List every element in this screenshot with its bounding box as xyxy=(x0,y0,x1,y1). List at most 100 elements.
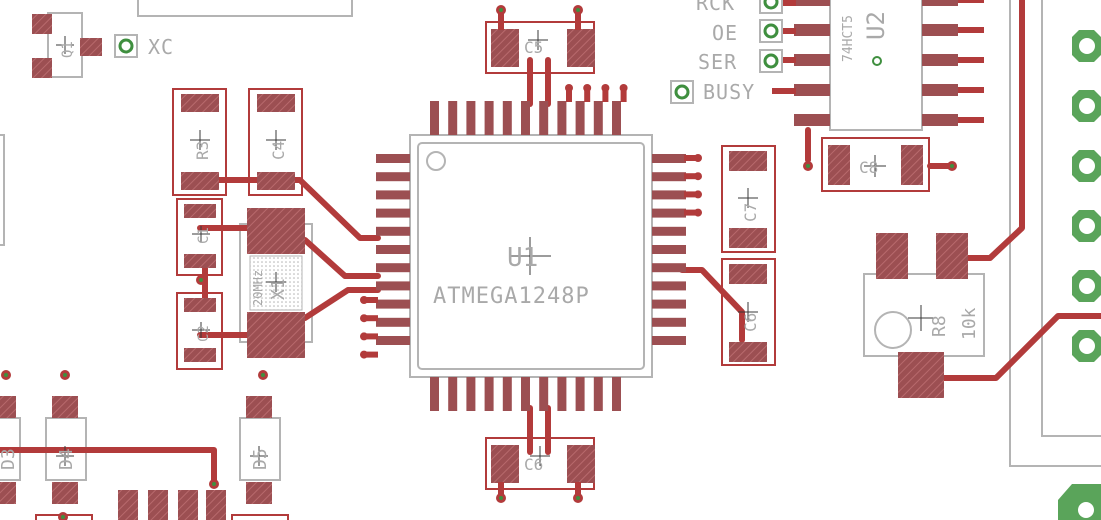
u1-pin-right-2 xyxy=(652,172,686,182)
u1-pins-right xyxy=(652,154,702,345)
ser-testpoint xyxy=(763,53,779,69)
u1-pin-right-8 xyxy=(652,281,686,291)
u1-right-lead xyxy=(684,209,698,216)
xc-testpoint xyxy=(118,38,134,54)
trace-r8-top xyxy=(947,0,1025,261)
u1-pin-left-10 xyxy=(376,317,410,327)
c9-name-label: C6 xyxy=(741,313,760,332)
u1-pin-right-11 xyxy=(652,336,686,345)
u1-top-lead xyxy=(602,88,609,102)
u1-left-lead xyxy=(364,297,378,303)
u1-pin-bottom-3 xyxy=(466,377,476,411)
origin-crosses xyxy=(56,30,934,466)
u1-right-lead xyxy=(684,173,698,180)
c1-frame xyxy=(176,198,223,276)
u2-pin-right-3 xyxy=(922,54,958,66)
header-pin-4 xyxy=(1072,210,1101,242)
c4-frame xyxy=(248,88,303,196)
u2-pin1-marker xyxy=(872,56,882,66)
u1-pin-top-7 xyxy=(539,101,549,135)
u1-top-lead xyxy=(584,88,591,102)
u2-pin-left-2 xyxy=(794,24,830,36)
q1-pad-bot xyxy=(32,58,52,78)
x1-pad-bot xyxy=(247,312,305,358)
d5-pad-bot xyxy=(246,482,272,504)
u1-right-lead xyxy=(684,155,698,161)
u2-right-lead-3 xyxy=(958,57,984,63)
header-pin-hole xyxy=(1079,158,1095,174)
u1-pin-right-5 xyxy=(652,226,686,236)
u1-pin-bottom-8 xyxy=(557,377,567,411)
header-pin-6 xyxy=(1072,330,1101,362)
trace-d-bus xyxy=(0,447,217,487)
u1-pin-right-10 xyxy=(652,317,686,327)
u1-name-label: U1 xyxy=(507,243,538,273)
u2-right-lead-4 xyxy=(958,87,984,93)
top-connector-outline xyxy=(137,0,353,17)
header-pad-1 xyxy=(118,490,138,520)
r3-pad-top xyxy=(181,94,219,112)
copper-traces xyxy=(0,0,1101,487)
u1-pin-left-1 xyxy=(376,154,410,163)
oe-testpoint xyxy=(763,23,779,39)
pad-center-dot xyxy=(61,515,65,519)
u1-pin-top-3 xyxy=(466,101,476,135)
u2-pin-right-2 xyxy=(922,24,958,36)
c7-frame xyxy=(721,145,776,253)
u1-right-lead xyxy=(684,191,698,198)
c7-pad-top xyxy=(729,151,767,171)
u1-pin-right-4 xyxy=(652,208,686,218)
u2-pin-left-3 xyxy=(794,54,830,66)
r8-name-label: R8 xyxy=(929,315,950,337)
u1-pin-right-6 xyxy=(652,245,686,254)
u2-trace-oe xyxy=(772,28,796,34)
c8-pad-right xyxy=(901,145,923,185)
u1-pin-top-4 xyxy=(484,101,494,135)
d4-pad-bot xyxy=(52,482,78,504)
c9-frame xyxy=(721,258,776,366)
u2-pin-right-1 xyxy=(922,0,958,6)
header-pin-hole xyxy=(1079,338,1095,354)
header-pin-hole xyxy=(1079,218,1095,234)
header-pin-2 xyxy=(1072,90,1101,122)
u1-top-lead xyxy=(566,88,572,102)
left-edge-outline xyxy=(0,134,5,246)
u1-pin1-marker xyxy=(426,151,446,171)
u1-pin-right-7 xyxy=(652,263,686,273)
x1-value-label: 20MHz xyxy=(251,270,265,306)
u2-pin-left-1 xyxy=(794,0,830,6)
u2-trace-rck xyxy=(772,0,796,6)
c2-pad-top xyxy=(184,298,216,312)
trace-u1-c9 xyxy=(679,267,745,343)
u2-trace-ser xyxy=(772,57,796,63)
c7-name-label: C7 xyxy=(741,203,760,222)
u1-pin-top-2 xyxy=(448,101,458,135)
r3-pad-bot xyxy=(181,172,219,190)
r8-pad-bottom xyxy=(898,352,944,398)
c9-pad-bot xyxy=(729,342,767,362)
d4-pad-top xyxy=(52,396,78,418)
d5-pad-top xyxy=(246,396,272,418)
u1-pin-bottom-7 xyxy=(539,377,549,411)
u1-pin-top-8 xyxy=(557,101,567,135)
header-pad-2 xyxy=(148,490,168,520)
u2-pins xyxy=(772,0,984,126)
u1-pin-top-5 xyxy=(502,101,512,135)
u1-pin-left-9 xyxy=(376,299,410,309)
pad-center-dot xyxy=(499,8,503,12)
u1-pin-bottom-11 xyxy=(612,377,621,411)
u1-pin-left-11 xyxy=(376,336,410,345)
r8-pot-circle xyxy=(874,311,912,349)
pad-center-dot xyxy=(261,373,265,377)
u1-pin-right-9 xyxy=(652,299,686,309)
pad-center-dot xyxy=(199,278,203,282)
trace-x1-u1-top xyxy=(302,237,381,279)
u1-pin-right-1 xyxy=(652,154,686,163)
net-label-xc: XC xyxy=(148,35,174,59)
c6-pad-left xyxy=(491,445,519,483)
u1-pin-left-8 xyxy=(376,281,410,291)
u2-pin-left-5 xyxy=(794,114,830,126)
c5-pad-right xyxy=(567,29,595,67)
pin-stubs xyxy=(1,5,957,520)
header-pad-3 xyxy=(178,490,198,520)
